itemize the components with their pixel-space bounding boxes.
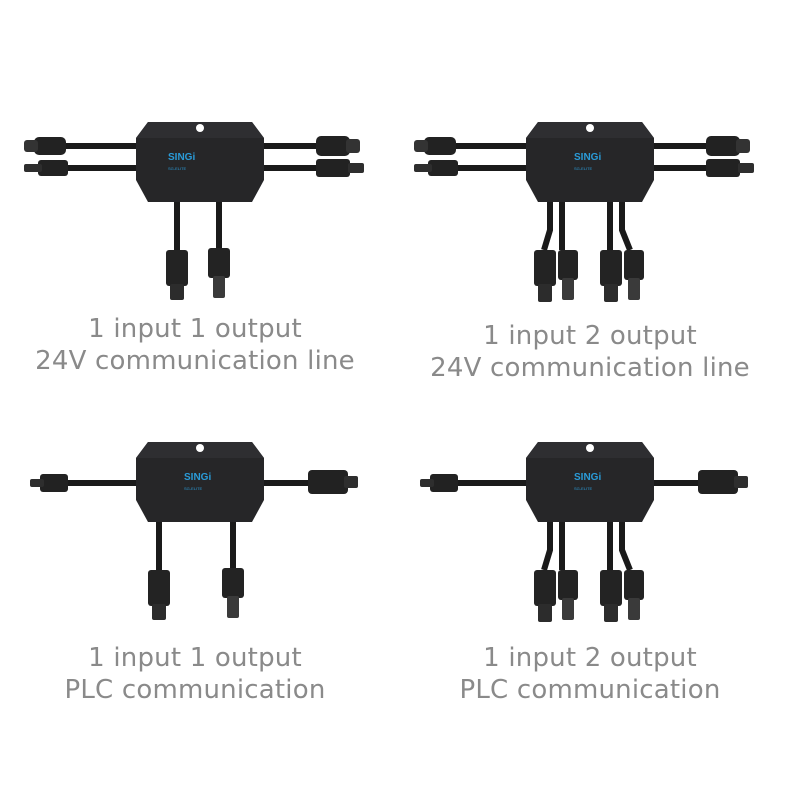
mc4-connector-left <box>420 474 458 492</box>
mc4-connector-right <box>308 470 358 494</box>
mc4-connector-down-left <box>148 570 170 620</box>
product-image-1: SINGi SG-ELITE <box>24 122 364 300</box>
caption-line-2: 24V communication line <box>430 353 750 383</box>
junction-box <box>136 442 264 522</box>
brand-logo: SINGi <box>184 472 211 483</box>
junction-box <box>526 122 654 202</box>
mc4-connector-down-left <box>166 250 188 300</box>
brand-sub: SG-ELITE <box>168 166 187 171</box>
brand-sub: SG-ELITE <box>184 486 203 491</box>
junction-box <box>526 442 654 522</box>
caption-line-2: PLC communication <box>459 675 721 705</box>
mc4-connector-down-right <box>208 248 230 298</box>
brand-logo: SINGi <box>574 152 601 163</box>
mc4-connector-group-left <box>534 570 578 622</box>
mc4-connector-right <box>706 159 754 177</box>
mc4-connector-down-right <box>222 568 244 618</box>
brand-logo: SINGi <box>168 152 195 163</box>
product-image-4: SINGi SG-ELITE <box>420 442 748 622</box>
product-caption-4: 1 input 2 output PLC communication <box>410 642 770 706</box>
caption-line-1: 1 input 1 output <box>88 314 302 344</box>
product-caption-3: 1 input 1 output PLC communication <box>15 642 375 706</box>
caption-line-2: PLC communication <box>64 675 326 705</box>
comm-connector-right <box>316 136 360 156</box>
mc4-connector-group-right <box>600 250 644 302</box>
mc4-connector-group-left <box>534 250 578 302</box>
caption-line-2: 24V communication line <box>35 346 355 376</box>
comm-connector-left <box>414 137 456 155</box>
caption-line-1: 1 input 1 output <box>88 643 302 673</box>
mc4-connector-left <box>30 474 68 492</box>
product-image-3: SINGi SG-ELITE <box>30 442 358 620</box>
junction-box <box>136 122 264 202</box>
product-image-2: SINGi SG-ELITE <box>414 122 754 302</box>
brand-sub: SG-ELITE <box>574 166 593 171</box>
brand-logo: SINGi <box>574 472 601 483</box>
caption-line-1: 1 input 2 output <box>483 321 697 351</box>
product-caption-2: 1 input 2 output 24V communication line <box>410 320 770 384</box>
comm-connector-left <box>24 137 66 155</box>
product-caption-1: 1 input 1 output 24V communication line <box>15 313 375 377</box>
mc4-connector-group-right <box>600 570 644 622</box>
mc4-connector-right <box>316 159 364 177</box>
mc4-connector-right <box>698 470 748 494</box>
brand-sub: SG-ELITE <box>574 486 593 491</box>
caption-line-1: 1 input 2 output <box>483 643 697 673</box>
comm-connector-right <box>706 136 750 156</box>
mc4-connector-left <box>24 160 68 176</box>
mc4-connector-left <box>414 160 458 176</box>
